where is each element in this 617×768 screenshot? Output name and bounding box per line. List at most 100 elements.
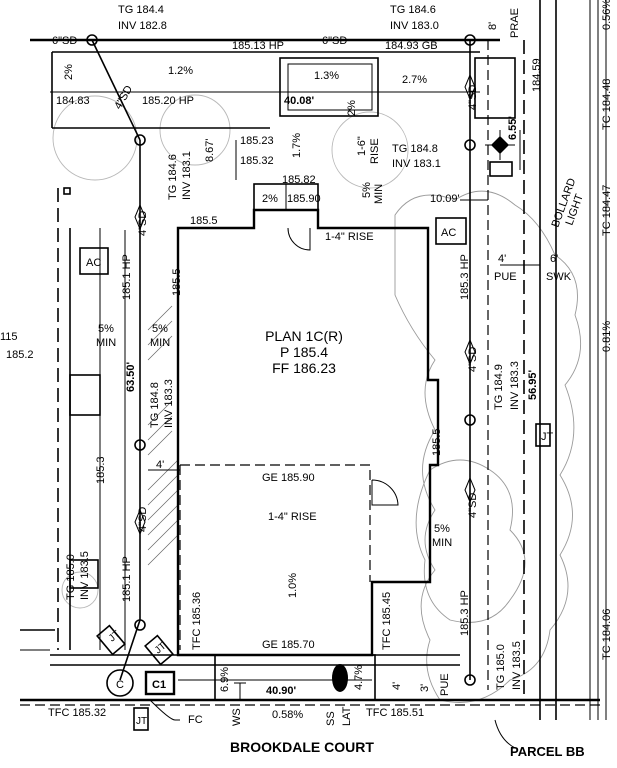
flow-arrows	[134, 73, 476, 536]
label-inv-183-3-r: INV 183.3	[509, 361, 521, 410]
parcel-leader	[494, 719, 516, 749]
landscape-outlines	[52, 94, 582, 703]
label-185-2: 185.2	[6, 349, 34, 361]
label-185-1-hp-top: 185.1 HP	[121, 254, 133, 300]
label-inv-183-3-l: INV 183.3	[163, 379, 175, 428]
bollard-light-icon	[491, 136, 509, 154]
label-rise-side: 1-6"	[356, 136, 368, 156]
plan-finish-floor: FF 186.23	[272, 360, 336, 376]
label-4ft-pue: 4'	[498, 253, 506, 265]
ac-unit-left	[79, 247, 109, 275]
drain-inlets	[86, 34, 476, 686]
utility-box	[474, 57, 516, 119]
plan-pad-elevation: P 185.4	[280, 344, 328, 360]
jt-box	[535, 423, 551, 447]
label-c: C	[116, 679, 124, 691]
label-4-7pct: 4.7%	[353, 665, 365, 690]
label-185-5-x: 185.5	[190, 215, 218, 227]
drain-inlet	[134, 134, 146, 146]
label-inv-183-5-left: INV 183.5	[79, 551, 91, 600]
label-8-67: 8.67'	[204, 138, 216, 162]
label-1-2pct: 1.2%	[168, 65, 193, 77]
label-185-32: 185.32	[240, 155, 274, 167]
label-4sd-right-top: 4"SD	[467, 85, 479, 110]
label-inv-183-5-right: INV 183.5	[511, 641, 523, 690]
label-115: 115	[0, 331, 18, 343]
label-tg-184-6-left: TG 184.6	[167, 154, 179, 200]
drain-inlet	[86, 34, 98, 46]
label-4ft-bot: 4'	[391, 682, 403, 690]
label-2pct-tl: 2%	[63, 64, 75, 80]
label-tc-184-47: TC 184.47	[601, 185, 613, 236]
hatch-area	[147, 305, 179, 566]
plan-name: PLAN 1C(R)	[265, 328, 343, 344]
label-63-50: 63.50'	[125, 361, 137, 392]
label-tg-185-0-left: TG 185.0	[65, 554, 77, 600]
label-min-r: MIN	[373, 184, 385, 204]
drain-line	[91, 39, 141, 141]
label-5pct-l1: 5%	[98, 323, 114, 335]
label-tg-184-8-left: TG 184.8	[149, 382, 161, 428]
flow-arrow	[464, 476, 476, 504]
label-8ft: 8'	[487, 22, 499, 30]
street-name: BROOKDALE COURT	[230, 739, 374, 755]
label-inv-182-8: INV 182.8	[118, 20, 167, 32]
ac-pad	[69, 374, 101, 416]
label-185-20-hp: 185.20 HP	[142, 95, 194, 107]
label-6ft: 6'	[550, 253, 558, 265]
label-4sd-right: 4"SD	[467, 347, 479, 372]
label-c1: C1	[152, 679, 166, 691]
label-0-58pct: 0.58%	[272, 709, 303, 721]
label-185-5-v: 185.5	[171, 268, 183, 296]
label-40-08: 40.08'	[284, 95, 315, 107]
label-5pct-l2: 5%	[152, 323, 168, 335]
label-3ft-bot: 3'	[419, 684, 431, 692]
label-jt-right: JT	[541, 431, 554, 443]
label-184-83: 184.83	[56, 95, 90, 107]
drain-inlet	[464, 414, 476, 426]
label-min-r2: MIN	[432, 537, 452, 549]
jt-box	[144, 634, 174, 666]
label-tc-184-06: TC 184.06	[601, 609, 613, 660]
label-ac-right: AC	[441, 227, 456, 239]
label-prae: PRAE	[509, 8, 521, 38]
street-edge	[539, 0, 607, 720]
shrub-outline	[394, 190, 582, 703]
label-inv-183-1-top: INV 183.1	[392, 158, 441, 170]
utility-pad	[69, 559, 99, 589]
parcel-label: PARCEL BB	[510, 744, 585, 759]
label-185-3-left: 185.3	[95, 456, 107, 484]
flow-arrow	[134, 508, 146, 536]
tree-circle	[52, 95, 138, 181]
label-185-1-hp-bot: 185.1 HP	[121, 556, 133, 602]
label-ac-left: AC	[86, 257, 101, 269]
label-185-5-right: 185.5	[431, 428, 443, 456]
label-tfc-185-32: TFC 185.32	[48, 707, 106, 719]
label-1-7pct: 1.7%	[291, 133, 303, 158]
label-2pct-b: 2%	[346, 100, 358, 116]
dimension-lines	[50, 91, 540, 681]
drain-inlet	[464, 674, 476, 686]
bollard-base	[489, 161, 513, 177]
label-185-3-hp-bot: 185.3 HP	[459, 590, 471, 636]
plan-labels: PLAN 1C(R) P 185.4 FF 186.23 GE 185.90 1…	[262, 328, 343, 651]
ac-unit-right	[435, 217, 467, 245]
drain-inlet	[134, 439, 146, 451]
label-56-95: 56.95'	[527, 369, 539, 400]
flow-arrow	[464, 73, 476, 101]
label-ss: SS	[325, 711, 337, 726]
house-footprint	[176, 183, 440, 701]
label-min-l2: MIN	[150, 337, 170, 349]
label-1-0pct: 1.0%	[287, 573, 299, 598]
label-pue-top: PUE	[494, 271, 517, 283]
left-side-yard	[20, 187, 179, 651]
storm-drain-lines	[91, 39, 471, 681]
label-6-55: 6.55'	[507, 116, 519, 140]
label-185-23: 185.23	[240, 135, 274, 147]
shrub-outline	[415, 459, 526, 623]
flow-arrow	[134, 203, 146, 231]
label-4sd-left-top: 4"SD	[137, 211, 149, 236]
rear-patio	[279, 57, 516, 119]
label-jt-bot: JT	[136, 716, 147, 727]
